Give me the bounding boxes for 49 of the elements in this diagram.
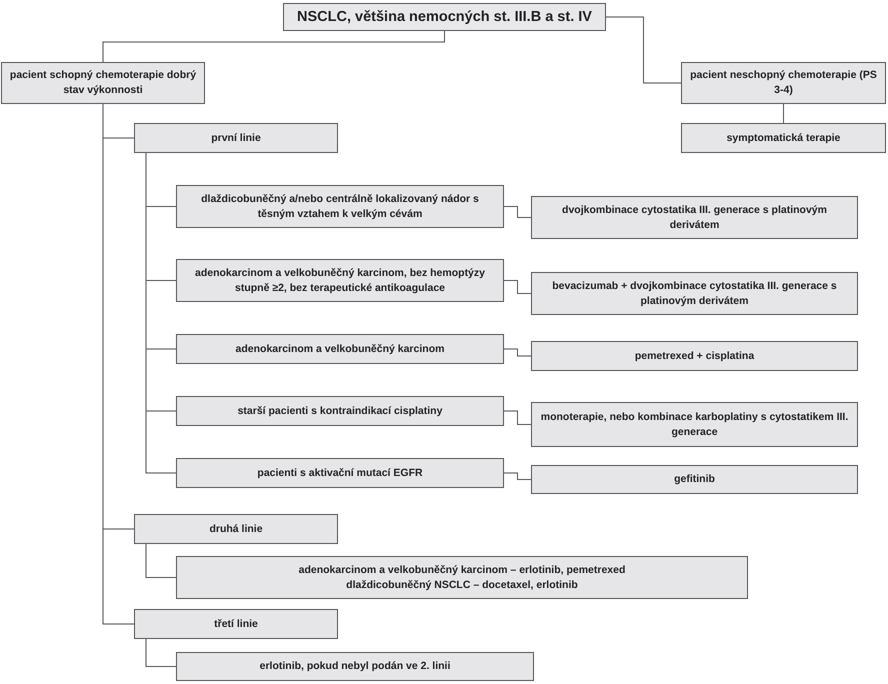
box-text: starší pacienti s kontraindikací cisplatiny <box>238 404 442 418</box>
box-text: první linie <box>211 130 261 146</box>
process-box <box>531 272 858 315</box>
process-box <box>1 62 205 104</box>
box-text: symptomatická terapie <box>726 130 840 146</box>
process-box <box>176 396 504 426</box>
process-box <box>531 196 858 239</box>
connector-line <box>504 348 532 356</box>
connector-line <box>504 206 532 218</box>
process-box <box>176 652 534 681</box>
box-text: adenokarcinom a velkobuněčný karcinom – erlotinib, pemetrexed <box>298 562 626 578</box>
box-text: erlotinib, pokud nebyl podán ve 2. linii <box>260 659 450 674</box>
box-text: pacienti s aktivační mutací EGFR <box>257 466 423 480</box>
process-box <box>134 609 338 639</box>
connector-line <box>606 16 682 84</box>
process-box <box>531 341 858 371</box>
process-box <box>681 123 886 153</box>
box-text: bevacizumab + dvojkombinace cytostatika III. generace s platinovým derivátem <box>551 278 838 308</box>
box-text: druhá linie <box>209 522 263 536</box>
box-text: NSCLC, většina nemocných st. III.B a st. IV <box>297 8 592 27</box>
process-box <box>176 556 748 599</box>
box-text: adenokarcinom a velkobuněčný karcinom, bez hemoptýzy stupně ≥2, bez terapeutické antikoagulace <box>194 266 486 296</box>
box-text: adenokarcinom a velkobuněčný karcinom <box>236 342 444 356</box>
box-text: dvojkombinace cytostatika III. generace s platinovým derivátem <box>561 202 828 232</box>
connector-line <box>102 30 445 62</box>
process-box <box>176 185 504 228</box>
title-box <box>283 3 606 31</box>
connector-line <box>146 544 176 578</box>
process-box <box>531 402 858 447</box>
box-text: gefitinib <box>674 472 715 487</box>
process-box <box>531 465 858 494</box>
process-box <box>176 458 504 488</box>
box-text: monoterapie, nebo kombinace karboplatiny s cytostatikem III. generace <box>540 410 850 440</box>
process-box <box>134 123 338 153</box>
connector-line <box>504 472 532 480</box>
box-text: pacient neschopný chemoterapie (PS 3-4) <box>689 68 878 98</box>
process-box <box>134 514 338 544</box>
connector-line <box>504 410 532 425</box>
connector-line <box>783 104 784 124</box>
box-text: dlaždicobuněčný NSCLC – docetaxel, erlotinib <box>346 578 578 592</box>
box-text: pemetrexed + cisplatina <box>634 348 754 364</box>
process-box <box>681 62 886 104</box>
process-box <box>176 334 504 364</box>
process-box <box>176 259 504 302</box>
connector-line <box>146 638 176 667</box>
connector-line <box>504 280 532 294</box>
box-text: dlaždicobuněčný a/nebo centrálně lokalizovaný nádor s těsným vztahem k velkým cévám <box>200 192 480 222</box>
box-text: třetí linie <box>214 616 258 632</box>
box-text: pacient schopný chemoterapie dobrý stav výkonnosti <box>8 68 198 98</box>
